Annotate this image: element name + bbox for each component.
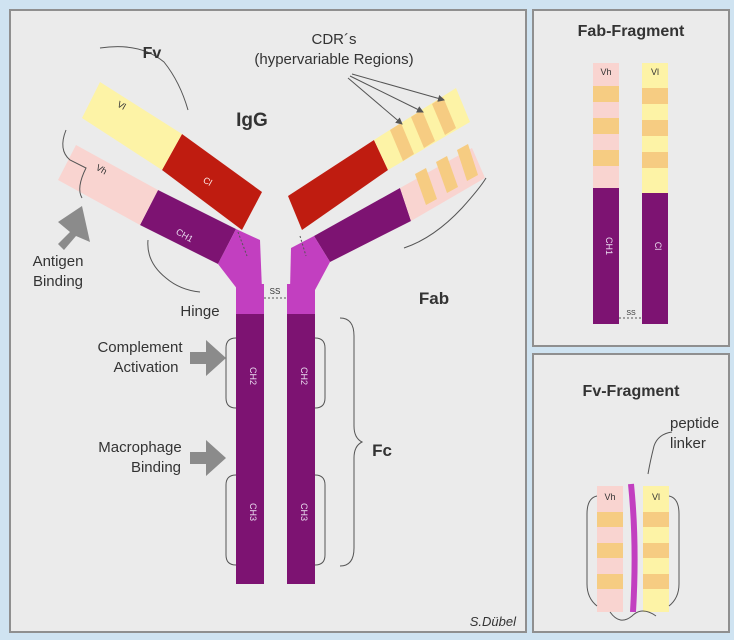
fv-label: Fv [143,45,162,62]
ch3-right-label: CH3 [299,503,309,521]
fv-vl-label: Vl [652,492,660,502]
fab-fragment-panel: Fab-Fragment Vh Vl CH1 Cl SS [533,10,729,346]
heavy-chain-right-fc [287,312,315,584]
fab-vh-label: Vh [600,67,611,77]
fv-vh-label: Vh [604,492,615,502]
fv-vh-cdrs [597,512,623,589]
fab-ch1-label: CH1 [604,237,614,255]
macrophage-binding-label-2: Binding [131,459,181,476]
macrophage-binding-label: Macrophage [98,439,181,456]
fab-vl-cdrs [642,88,668,168]
igg-panel: IgG Fv CDR´s (hypervariable Regions) Vl … [10,10,526,632]
peptide-linker-label-2: linker [670,435,706,452]
fv-vl-cdrs [643,512,669,589]
ss-bond-label: SS [270,287,281,296]
ch3-left-label: CH3 [248,503,258,521]
hinge-label: Hinge [180,303,219,320]
complement-activation-label-2: Activation [113,359,178,376]
peptide-linker-label: peptide [670,415,719,432]
fc-label: Fc [372,441,392,460]
ch2-right-label: CH2 [299,367,309,385]
fab-cl-domain [642,193,668,324]
fab-panel-frame [533,10,729,346]
complement-activation-label: Complement [97,339,183,356]
heavy-chain-left-fc [236,312,264,584]
cdrs-label: CDR´s [312,31,357,48]
fv-fragment-panel: Fv-Fragment peptide linker Vh Vl [533,354,729,632]
igg-title: IgG [236,110,268,131]
fv-peptide-linker [631,484,635,612]
fab-vl-label: Vl [651,67,659,77]
antigen-binding-label-2: Binding [33,273,83,290]
fab-ch1-domain [593,188,619,324]
fab-ss-label: SS [626,310,636,317]
fab-label: Fab [419,289,449,308]
cdrs-sublabel: (hypervariable Regions) [254,51,413,68]
antigen-binding-label: Antigen [33,253,84,270]
author-signature: S.Dübel [470,614,517,629]
fab-vh-cdrs [593,86,619,166]
ch2-left-label: CH2 [248,367,258,385]
fab-cl-label: Cl [653,242,663,251]
fv-panel-title: Fv-Fragment [583,383,681,400]
fab-panel-title: Fab-Fragment [578,23,685,40]
